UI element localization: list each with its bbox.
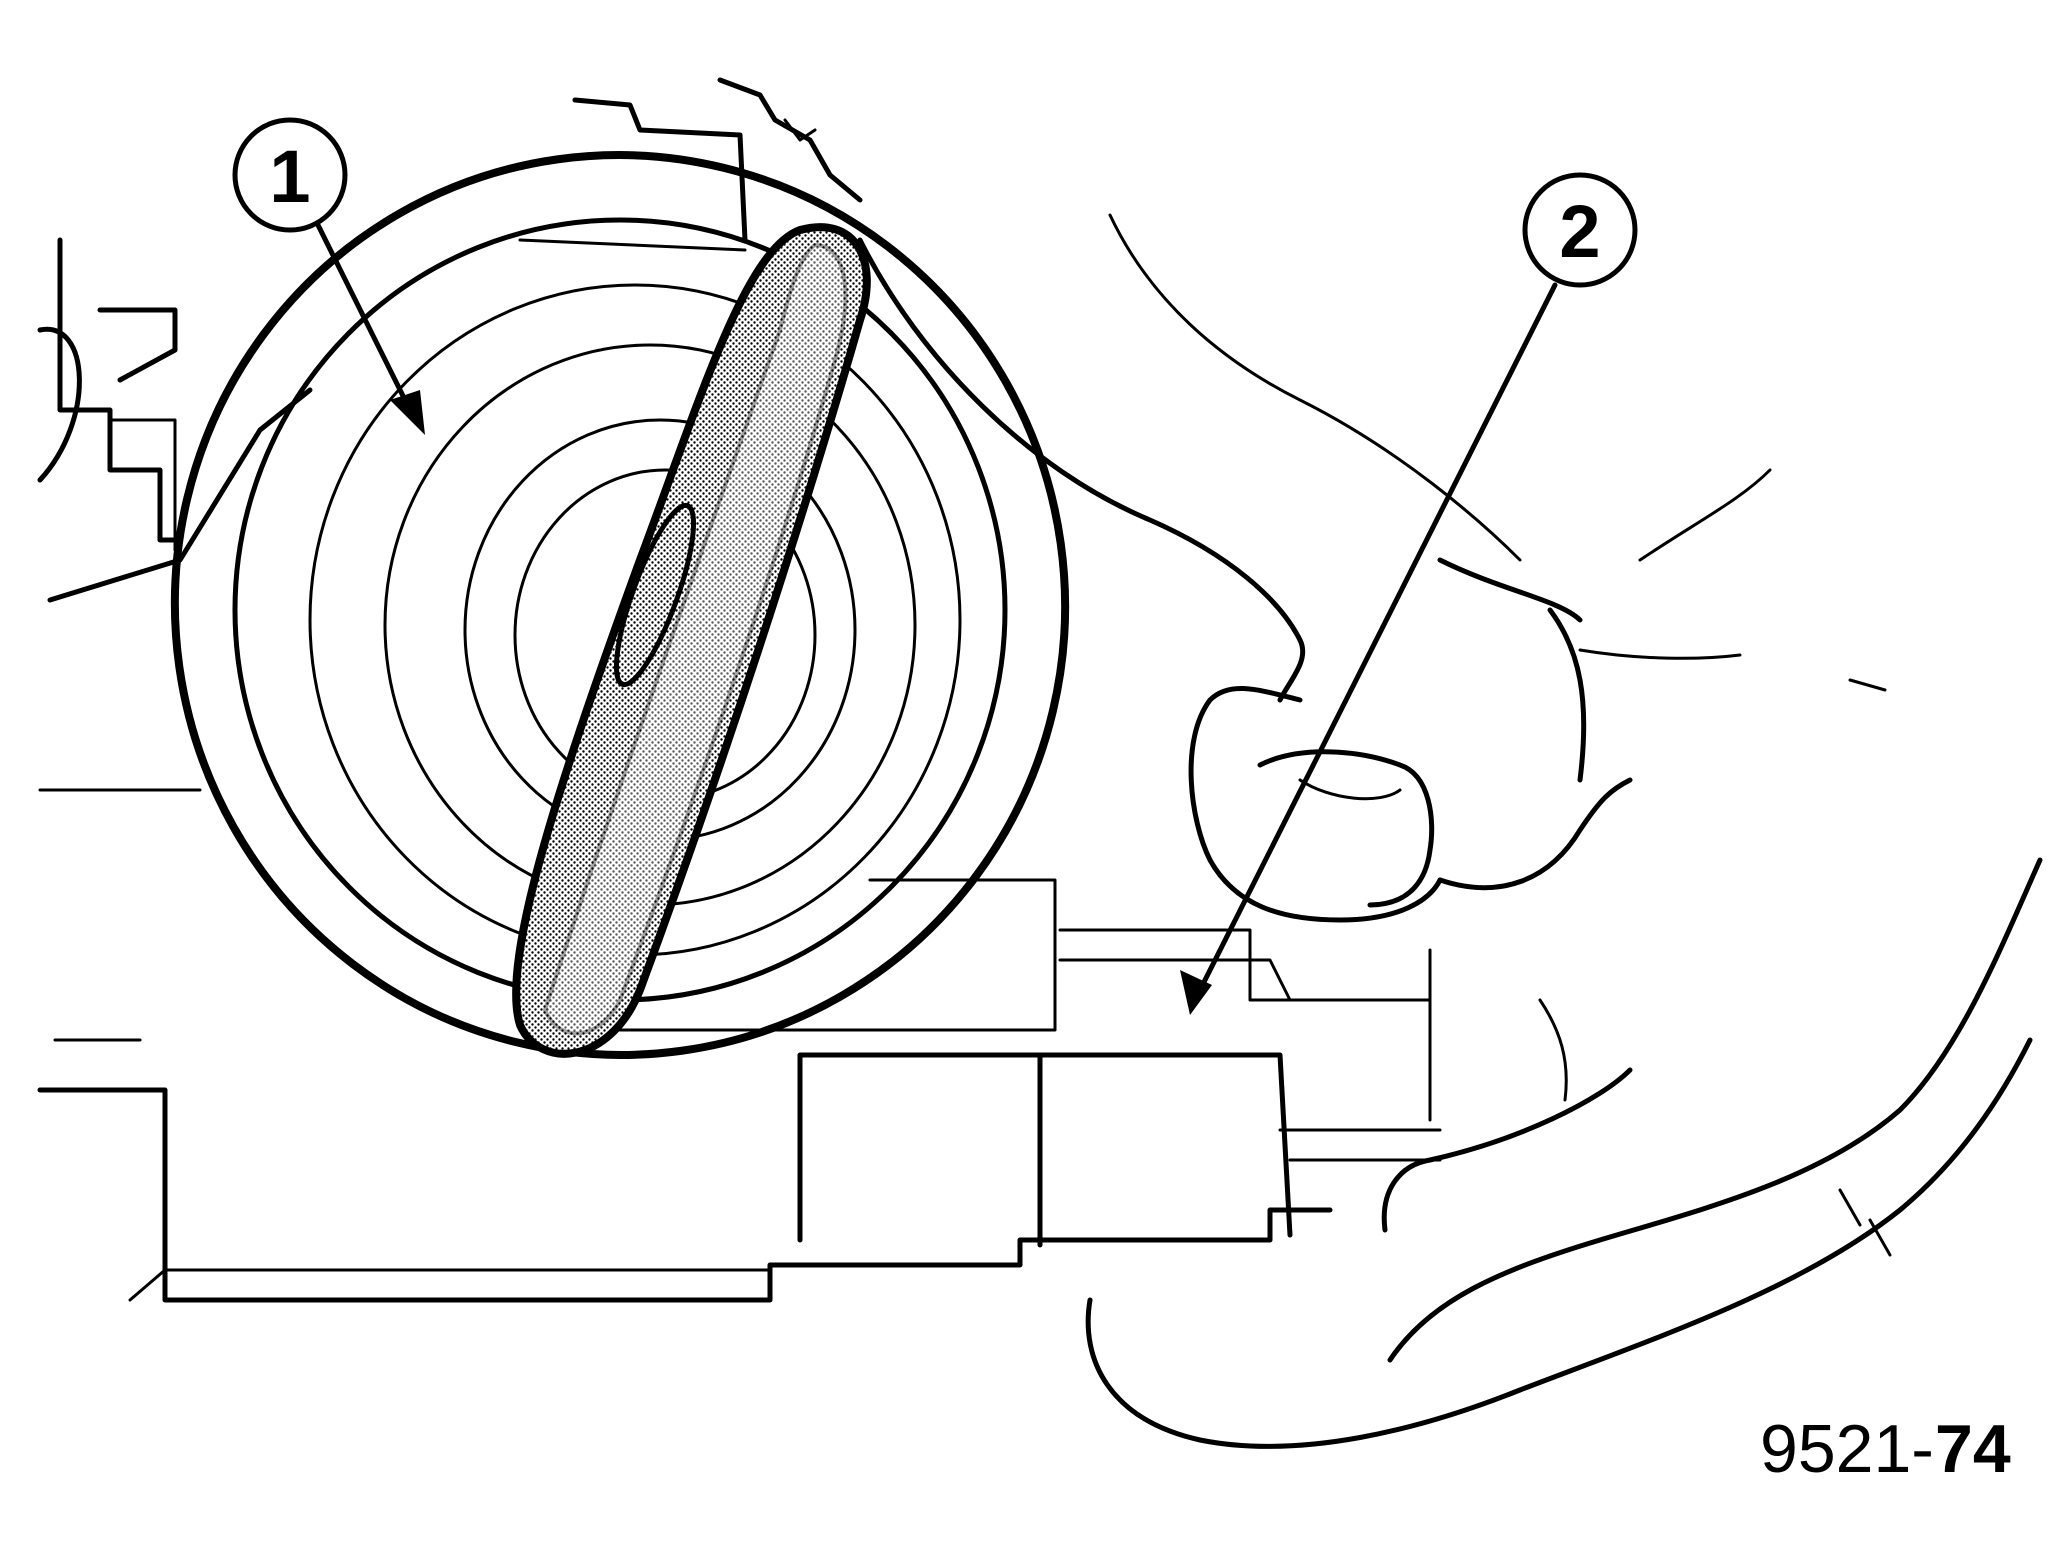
callout-1-leader: [315, 222, 413, 413]
figure-code-prefix: 9521-: [1760, 1411, 1934, 1487]
callout-1-label: 1: [269, 135, 310, 218]
callout-1-circle: [232, 117, 348, 233]
callout-2-circle: [1522, 172, 1638, 288]
callout-2-leader: [1197, 282, 1558, 993]
figure-code: 9521- 74: [1760, 1411, 2011, 1487]
callout-1: 1: [232, 117, 425, 435]
figure-code-suffix: 74: [1935, 1411, 2011, 1487]
switch-housing: [618, 878, 1442, 1248]
column-bracket: [37, 237, 1333, 1303]
callout-2: 2: [1180, 172, 1638, 1015]
callout-1-arrowhead: [390, 390, 425, 435]
hand-outline: [857, 213, 2043, 1449]
callout-2-label: 2: [1559, 190, 1600, 273]
callout-2-arrowhead: [1180, 970, 1212, 1015]
ignition-key: [512, 223, 871, 1058]
